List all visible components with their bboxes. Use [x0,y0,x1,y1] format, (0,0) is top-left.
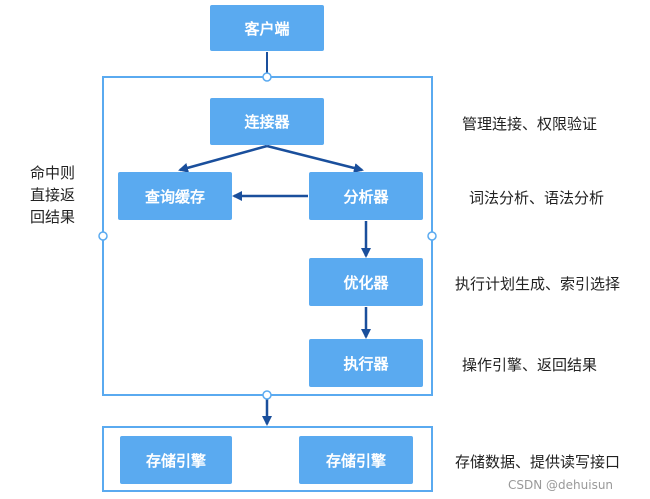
client-node: 客户端 [210,5,324,51]
frame-handle-left [98,231,108,241]
frame-handle-top [262,72,272,82]
cache-hit-line-3: 回结果 [30,208,76,226]
query-cache-node: 查询缓存 [118,172,232,220]
arrow-connector-to-cache [178,144,268,173]
storage-engine-node-1: 存储引擎 [120,436,232,484]
executor-note: 操作引擎、返回结果 [462,356,598,374]
storage-engine-node-2: 存储引擎 [299,436,413,484]
analyzer-node: 分析器 [309,172,423,220]
storage-layer-frame [102,426,433,492]
analyzer-note: 词法分析、语法分析 [469,189,605,207]
connector-note: 管理连接、权限验证 [462,115,598,133]
frame-handle-right [427,231,437,241]
connector-node: 连接器 [210,98,324,145]
frame-handle-bottom [262,390,272,400]
cache-hit-line-1: 命中则 [30,164,76,182]
storage-note: 存储数据、提供读写接口 [455,453,621,471]
cache-hit-note: 命中则 直接返 回结果 [30,162,90,228]
optimizer-node: 优化器 [309,258,423,306]
executor-node: 执行器 [309,339,423,387]
watermark: CSDN @dehuisun [508,478,614,492]
optimizer-note: 执行计划生成、索引选择 [455,275,621,293]
cache-hit-line-2: 直接返 [30,186,76,204]
arrow-connector-to-analyzer [266,144,364,173]
